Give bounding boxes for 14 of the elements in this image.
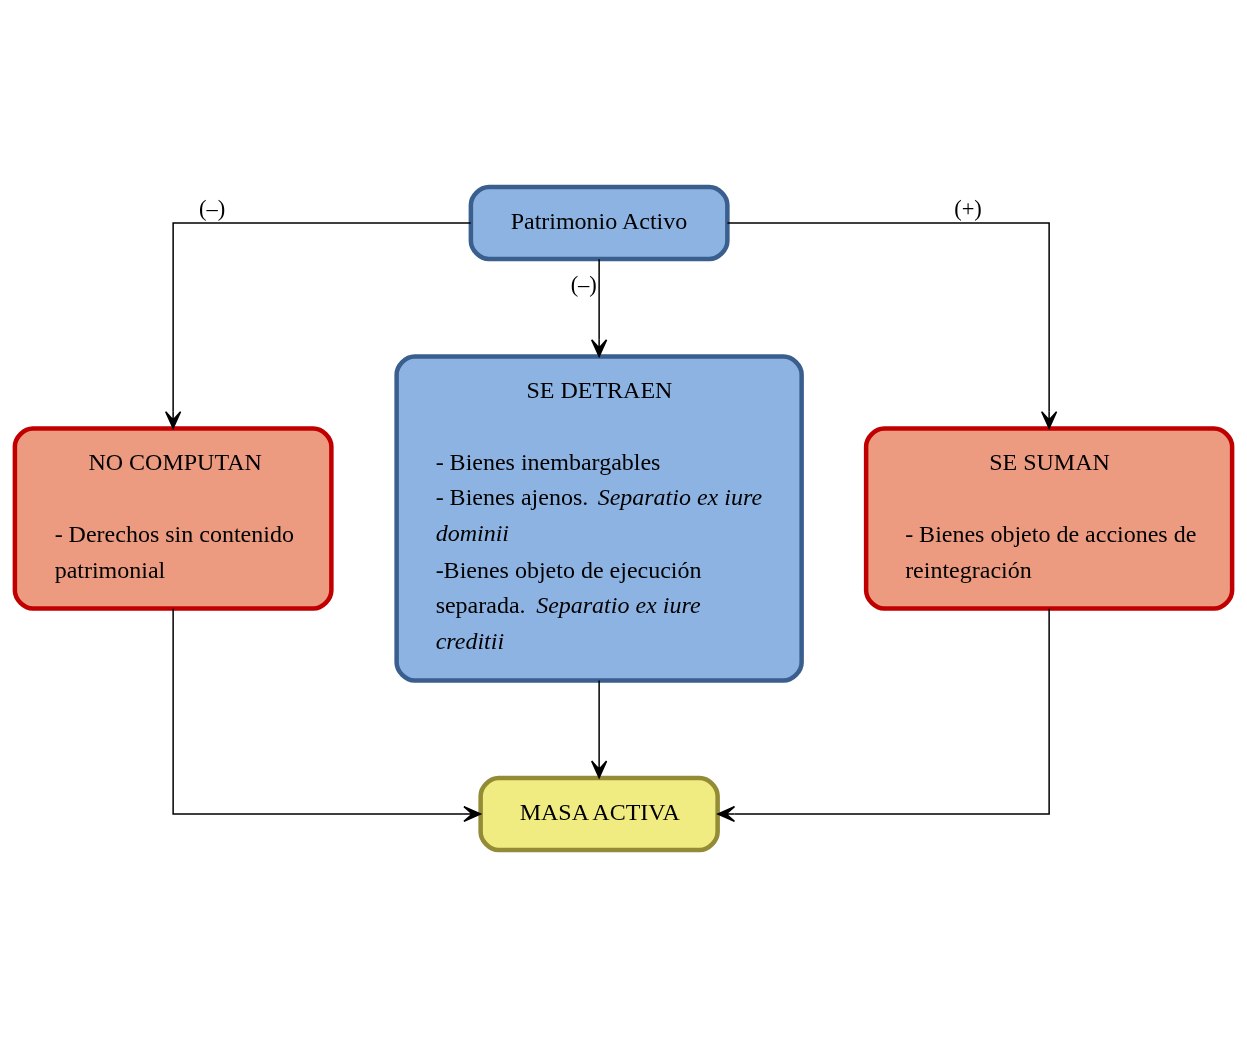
- node-box: SE SUMAN - Bienes objeto de acciones de reintegración: [863, 426, 1235, 611]
- node-box: MASA ACTIVA: [478, 775, 720, 853]
- arrow: [164, 222, 472, 429]
- edge-label: (–): [199, 195, 226, 221]
- edge-label: (–): [570, 272, 597, 298]
- arrow: [590, 679, 608, 779]
- node-box: SE DETRAEN - Bienes inembargables - Bienes ajenos. Separatio ex iure dominii -Bienes objeto de ejecución separada. Separatio ex iure creditii: [394, 354, 804, 683]
- arrow: [590, 258, 608, 358]
- arrow: [717, 608, 1050, 823]
- edge-label: (+): [954, 195, 982, 221]
- node-box: Patrimonio Activo: [468, 184, 730, 262]
- arrow: [172, 608, 482, 823]
- arrow: [726, 222, 1058, 429]
- node-box: NO COMPUTAN - Derechos sin contenido patrimonial: [12, 426, 334, 611]
